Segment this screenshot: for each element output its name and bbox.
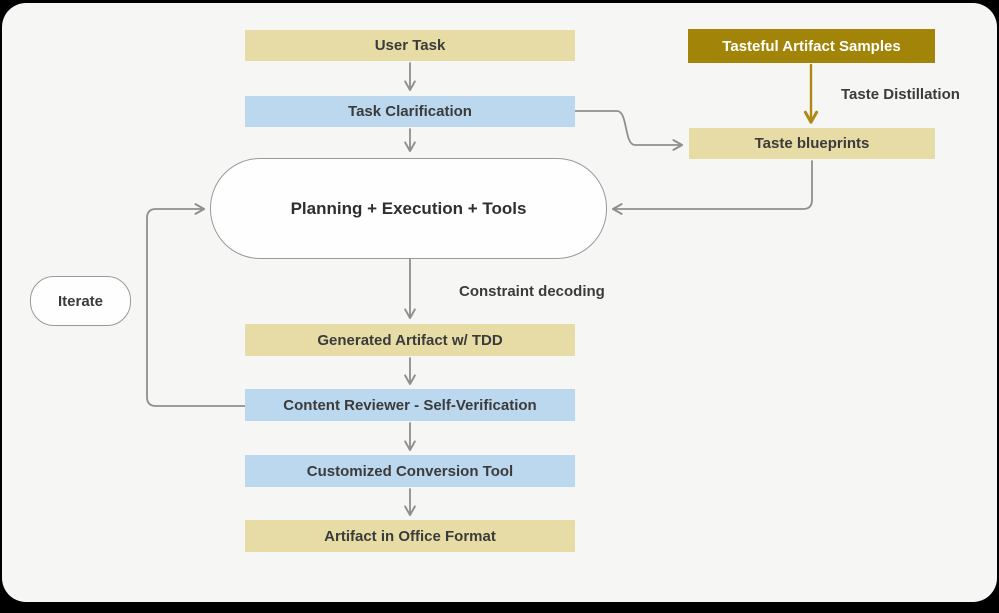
node-planning-execution-tools: Planning + Execution + Tools: [210, 158, 607, 259]
edge-label-taste-distillation: Taste Distillation: [841, 86, 960, 103]
node-content-reviewer-label: Content Reviewer - Self-Verification: [283, 396, 537, 414]
node-customized-conversion-tool: Customized Conversion Tool: [245, 455, 575, 487]
node-generated-artifact-tdd: Generated Artifact w/ TDD: [245, 324, 575, 356]
node-task-clarification-label: Task Clarification: [348, 103, 472, 120]
node-customized-conversion-tool-label: Customized Conversion Tool: [306, 462, 514, 480]
node-tasteful-artifact-samples-label: Tasteful Artifact Samples: [722, 37, 901, 55]
node-artifact-in-office-format: Artifact in Office Format: [245, 520, 575, 552]
node-taste-blueprints-label: Taste blueprints: [754, 135, 870, 152]
node-user-task: User Task: [245, 30, 575, 61]
node-artifact-in-office-format-label: Artifact in Office Format: [324, 527, 496, 545]
node-task-clarification: Task Clarification: [245, 96, 575, 127]
node-iterate-label: Iterate: [57, 292, 104, 310]
node-tasteful-artifact-samples: Tasteful Artifact Samples: [688, 29, 935, 63]
node-user-task-label: User Task: [374, 37, 446, 54]
edge-label-constraint-decoding: Constraint decoding: [459, 283, 605, 300]
node-planning-label: Planning + Execution + Tools: [290, 198, 527, 218]
node-content-reviewer: Content Reviewer - Self-Verification: [245, 389, 575, 421]
node-taste-blueprints: Taste blueprints: [689, 128, 935, 159]
node-iterate: Iterate: [30, 276, 131, 326]
node-generated-artifact-tdd-label: Generated Artifact w/ TDD: [317, 331, 503, 349]
